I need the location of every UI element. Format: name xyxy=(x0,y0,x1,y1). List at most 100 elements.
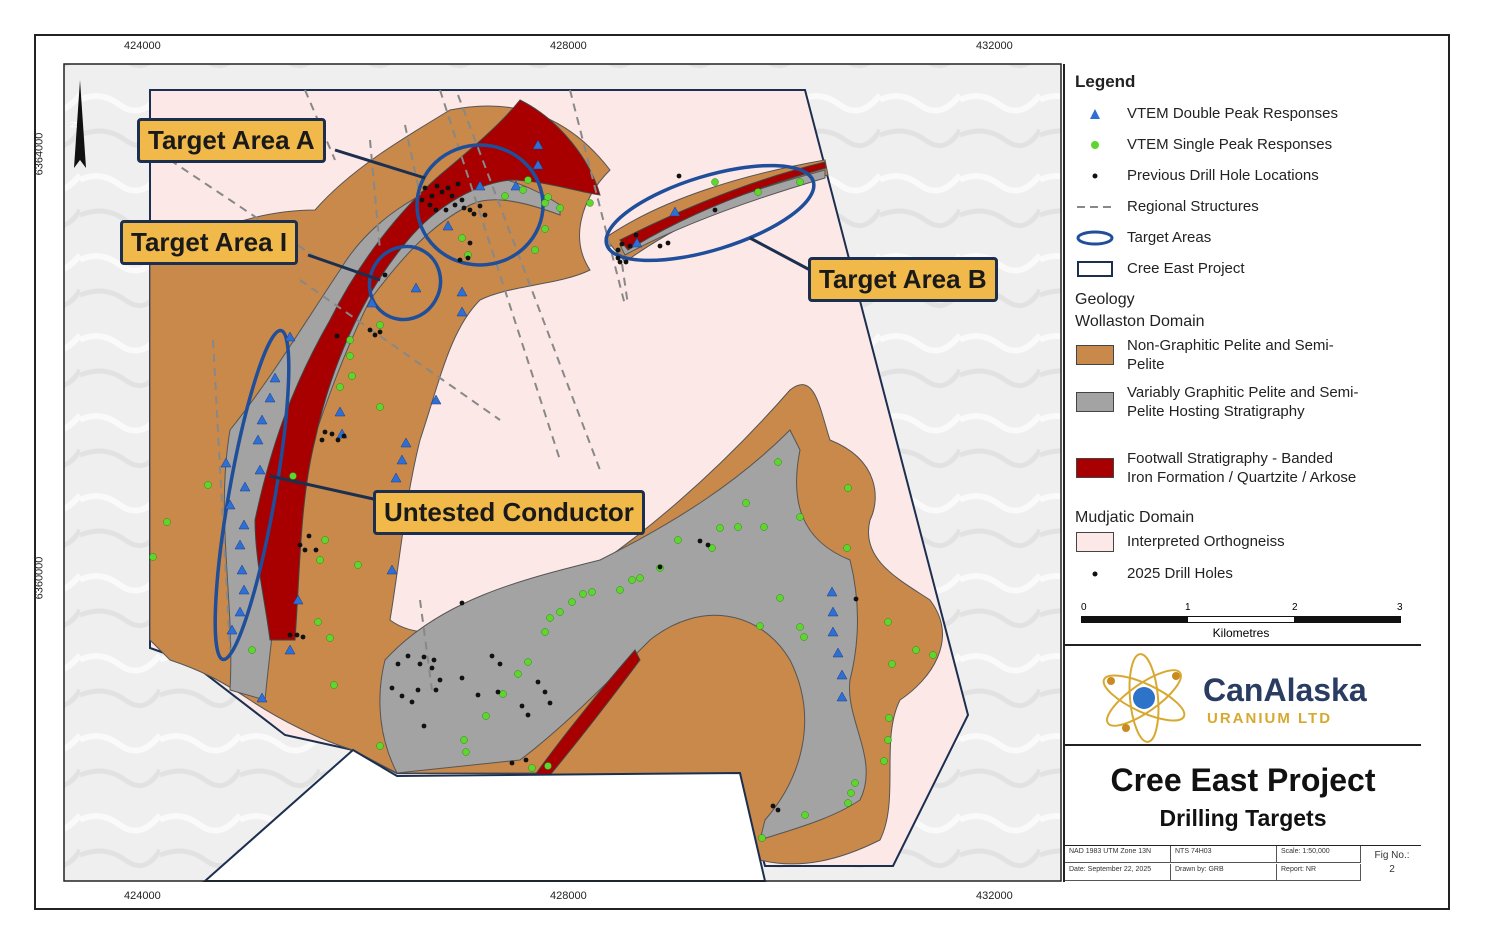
drill-hole-marker xyxy=(467,240,473,246)
vtem-single-peak-marker xyxy=(204,481,212,489)
target-area-i-ellipse[interactable] xyxy=(356,233,454,332)
vtem-single-peak-marker xyxy=(460,736,468,744)
vtem-single-peak-marker xyxy=(885,714,893,722)
vtem-single-peak-marker xyxy=(346,336,354,344)
north-arrow-icon: N xyxy=(69,80,86,168)
vtem-single-peak-marker xyxy=(524,658,532,666)
black-dot-icon xyxy=(1092,173,1098,179)
drill-hole-marker xyxy=(377,329,383,335)
drill-hole-marker xyxy=(434,183,440,189)
vtem-single-peak-marker xyxy=(796,513,804,521)
info-panel: NAD 1983 UTM Zone 13N NTS 74H03 Scale: 1… xyxy=(1063,846,1421,882)
drill-hole-marker xyxy=(461,205,467,211)
logo-name: CanAlaska xyxy=(1203,672,1367,708)
info-nts: NTS 74H03 xyxy=(1171,846,1277,863)
vtem-double-peak-marker xyxy=(254,464,266,475)
drill-hole-marker xyxy=(617,259,623,265)
vtem-single-peak-marker xyxy=(912,646,920,654)
vtem-single-peak-marker xyxy=(336,383,344,391)
drill-hole-marker xyxy=(429,193,435,199)
drill-hole-marker xyxy=(319,437,325,443)
drill-hole-marker xyxy=(471,211,477,217)
info-drawn: Drawn by: GRB xyxy=(1171,864,1277,881)
drill-hole-marker xyxy=(615,247,621,253)
y-tick-1: 6364000 xyxy=(33,132,46,176)
footwall-stratigraphy-main[interactable] xyxy=(254,99,601,641)
vtem-single-peak-marker xyxy=(524,176,532,184)
drill-hole-marker xyxy=(535,679,541,685)
vtem-single-peak-marker xyxy=(774,458,782,466)
info-datum: NAD 1983 UTM Zone 13N xyxy=(1065,846,1171,863)
callout-target-area-i[interactable]: Target Area I xyxy=(120,220,299,265)
vtem-single-peak-marker xyxy=(499,690,507,698)
vtem-single-peak-marker xyxy=(579,590,587,598)
scale-tick-0: 0 xyxy=(1081,602,1087,613)
vtem-single-peak-marker xyxy=(376,742,384,750)
vtem-double-peak-marker xyxy=(836,669,848,680)
svg-text:N: N xyxy=(69,122,79,129)
vtem-double-peak-marker xyxy=(631,237,643,248)
drill-hole-marker xyxy=(421,723,427,729)
previous-drill-holes xyxy=(287,173,859,813)
vtem-single-peak-marker xyxy=(586,199,594,207)
drill-hole-marker xyxy=(633,232,639,238)
drill-hole-marker xyxy=(313,547,319,553)
vtem-single-peak-marker xyxy=(326,634,334,642)
green-dot-icon xyxy=(1091,141,1099,149)
vtem-single-peak-marker xyxy=(844,484,852,492)
drill-hole-marker xyxy=(322,429,328,435)
dashed-line-icon xyxy=(1077,206,1113,208)
info-fig-no: 2 xyxy=(1389,864,1395,875)
info-date: Date: September 22, 2025 xyxy=(1065,864,1171,881)
vtem-single-peak-marker xyxy=(796,178,804,186)
vtem-double-peak-marker xyxy=(827,606,839,617)
footwall-stratigraphy-south[interactable] xyxy=(534,649,641,776)
target-area-b-ellipse[interactable] xyxy=(596,146,824,280)
drill-hole-marker xyxy=(459,197,465,203)
callout-target-area-b[interactable]: Target Area B xyxy=(808,257,998,302)
vtem-single-peak-marker xyxy=(776,594,784,602)
vtem-single-peak-marker xyxy=(544,193,552,201)
vtem-single-peak-marker xyxy=(314,618,322,626)
drill-hole-marker xyxy=(415,687,421,693)
x-tick-top-2: 428000 xyxy=(550,40,587,52)
vtem-single-peak-marker xyxy=(880,757,888,765)
drill-hole-marker xyxy=(419,197,425,203)
vtem-double-peak-marker xyxy=(410,282,422,293)
vtem-single-peak-marker xyxy=(531,246,539,254)
scale-bar: 0 1 2 3 Kilometres xyxy=(1081,602,1403,642)
callout-target-area-a[interactable]: Target Area A xyxy=(137,118,326,163)
drill-hole-marker xyxy=(459,675,465,681)
drill-hole-marker xyxy=(853,596,859,602)
atom-logo-icon xyxy=(1102,653,1186,743)
vtem-double-peak-marker xyxy=(390,472,402,483)
vtem-single-peak-marker xyxy=(758,834,766,842)
vtem-single-peak-marker xyxy=(556,608,564,616)
vtem-double-peak-marker xyxy=(827,626,839,637)
scale-bar-segments xyxy=(1081,616,1401,623)
title-panel: Cree East Project Drilling Targets xyxy=(1063,746,1421,846)
vtem-single-peak-marker xyxy=(568,598,576,606)
drill-hole-marker xyxy=(300,634,306,640)
vtem-single-peak-marker xyxy=(149,553,157,561)
drill-hole-marker xyxy=(489,653,495,659)
vtem-double-peak-marker xyxy=(442,220,454,231)
drill-hole-marker xyxy=(775,807,781,813)
vtem-single-peak-marker xyxy=(482,712,490,720)
drill-hole-marker xyxy=(452,202,458,208)
drill-hole-marker xyxy=(389,685,395,691)
scale-tick-1: 1 xyxy=(1185,602,1191,613)
vtem-single-peak-marker xyxy=(354,561,362,569)
drill-hole-marker xyxy=(623,259,629,265)
boundary-box-icon xyxy=(1077,261,1113,277)
vtem-single-peak-marker xyxy=(742,499,750,507)
drill-hole-marker xyxy=(547,700,553,706)
untested-conductor-ellipse[interactable] xyxy=(200,327,303,664)
drill-hole-marker xyxy=(367,327,373,333)
vtem-double-peak-marker xyxy=(269,372,281,383)
drill-hole-marker xyxy=(449,193,455,199)
callout-untested-conductor[interactable]: Untested Conductor xyxy=(373,490,645,535)
regional-structures xyxy=(169,89,629,691)
drill-hole-marker xyxy=(395,661,401,667)
